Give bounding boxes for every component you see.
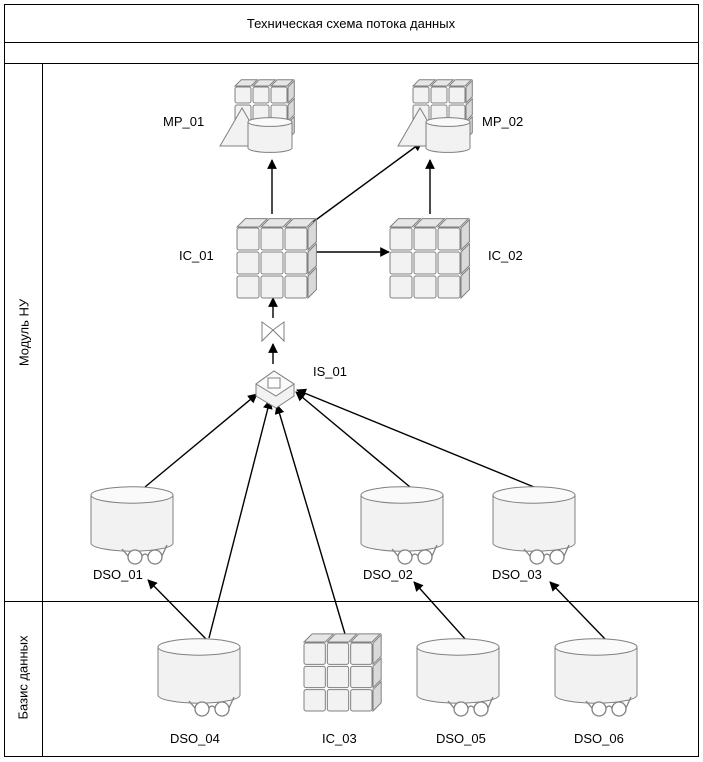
edge-ic03-is01 bbox=[274, 404, 346, 635]
edge-dso04-dso01 bbox=[147, 579, 208, 641]
label-ic-02: IC_02 bbox=[488, 248, 523, 263]
label-dso-03: DSO_03 bbox=[492, 567, 542, 582]
node-mp-02 bbox=[397, 79, 473, 153]
label-mp-02: MP_02 bbox=[482, 114, 524, 129]
label-dso-05: DSO_05 bbox=[436, 731, 486, 746]
label-dso-01: DSO_01 bbox=[93, 567, 143, 582]
node-dso-05 bbox=[416, 638, 500, 717]
node-dso-06 bbox=[554, 638, 638, 717]
edge-dso03-is01 bbox=[296, 388, 535, 488]
edge-dso05-dso02 bbox=[413, 581, 467, 641]
shapes-layer bbox=[90, 79, 638, 717]
label-dso-04: DSO_04 bbox=[170, 731, 220, 746]
node-dso-04 bbox=[157, 638, 241, 717]
node-transformation bbox=[261, 321, 285, 343]
edge-ic01-mp02 bbox=[312, 141, 423, 223]
label-dso-06: DSO_06 bbox=[574, 731, 624, 746]
edge-dso04-is01 bbox=[208, 399, 273, 639]
lane-label-module: Модуль НУ bbox=[16, 298, 32, 367]
node-dso-01 bbox=[90, 486, 174, 565]
label-is-01: IS_01 bbox=[313, 364, 347, 379]
node-ic-03 bbox=[302, 633, 382, 713]
lane-label-base: Базис данных bbox=[15, 635, 31, 720]
node-is-01 bbox=[255, 370, 295, 409]
outer-frame bbox=[4, 4, 699, 757]
label-dso-02: DSO_02 bbox=[363, 567, 413, 582]
label-mp-01: MP_01 bbox=[163, 114, 205, 129]
label-ic-01: IC_01 bbox=[179, 248, 214, 263]
diagram-title: Техническая схема потока данных bbox=[246, 15, 456, 31]
edge-dso01-is01 bbox=[144, 393, 258, 488]
node-ic-01 bbox=[235, 218, 317, 300]
node-dso-03 bbox=[492, 486, 576, 565]
node-dso-02 bbox=[360, 486, 444, 565]
label-ic-03: IC_03 bbox=[322, 731, 357, 746]
node-ic-02 bbox=[388, 218, 470, 300]
edge-dso02-is01 bbox=[295, 391, 411, 488]
node-mp-01 bbox=[219, 79, 295, 153]
edges-layer bbox=[144, 141, 607, 641]
edge-dso06-dso03 bbox=[549, 581, 607, 641]
